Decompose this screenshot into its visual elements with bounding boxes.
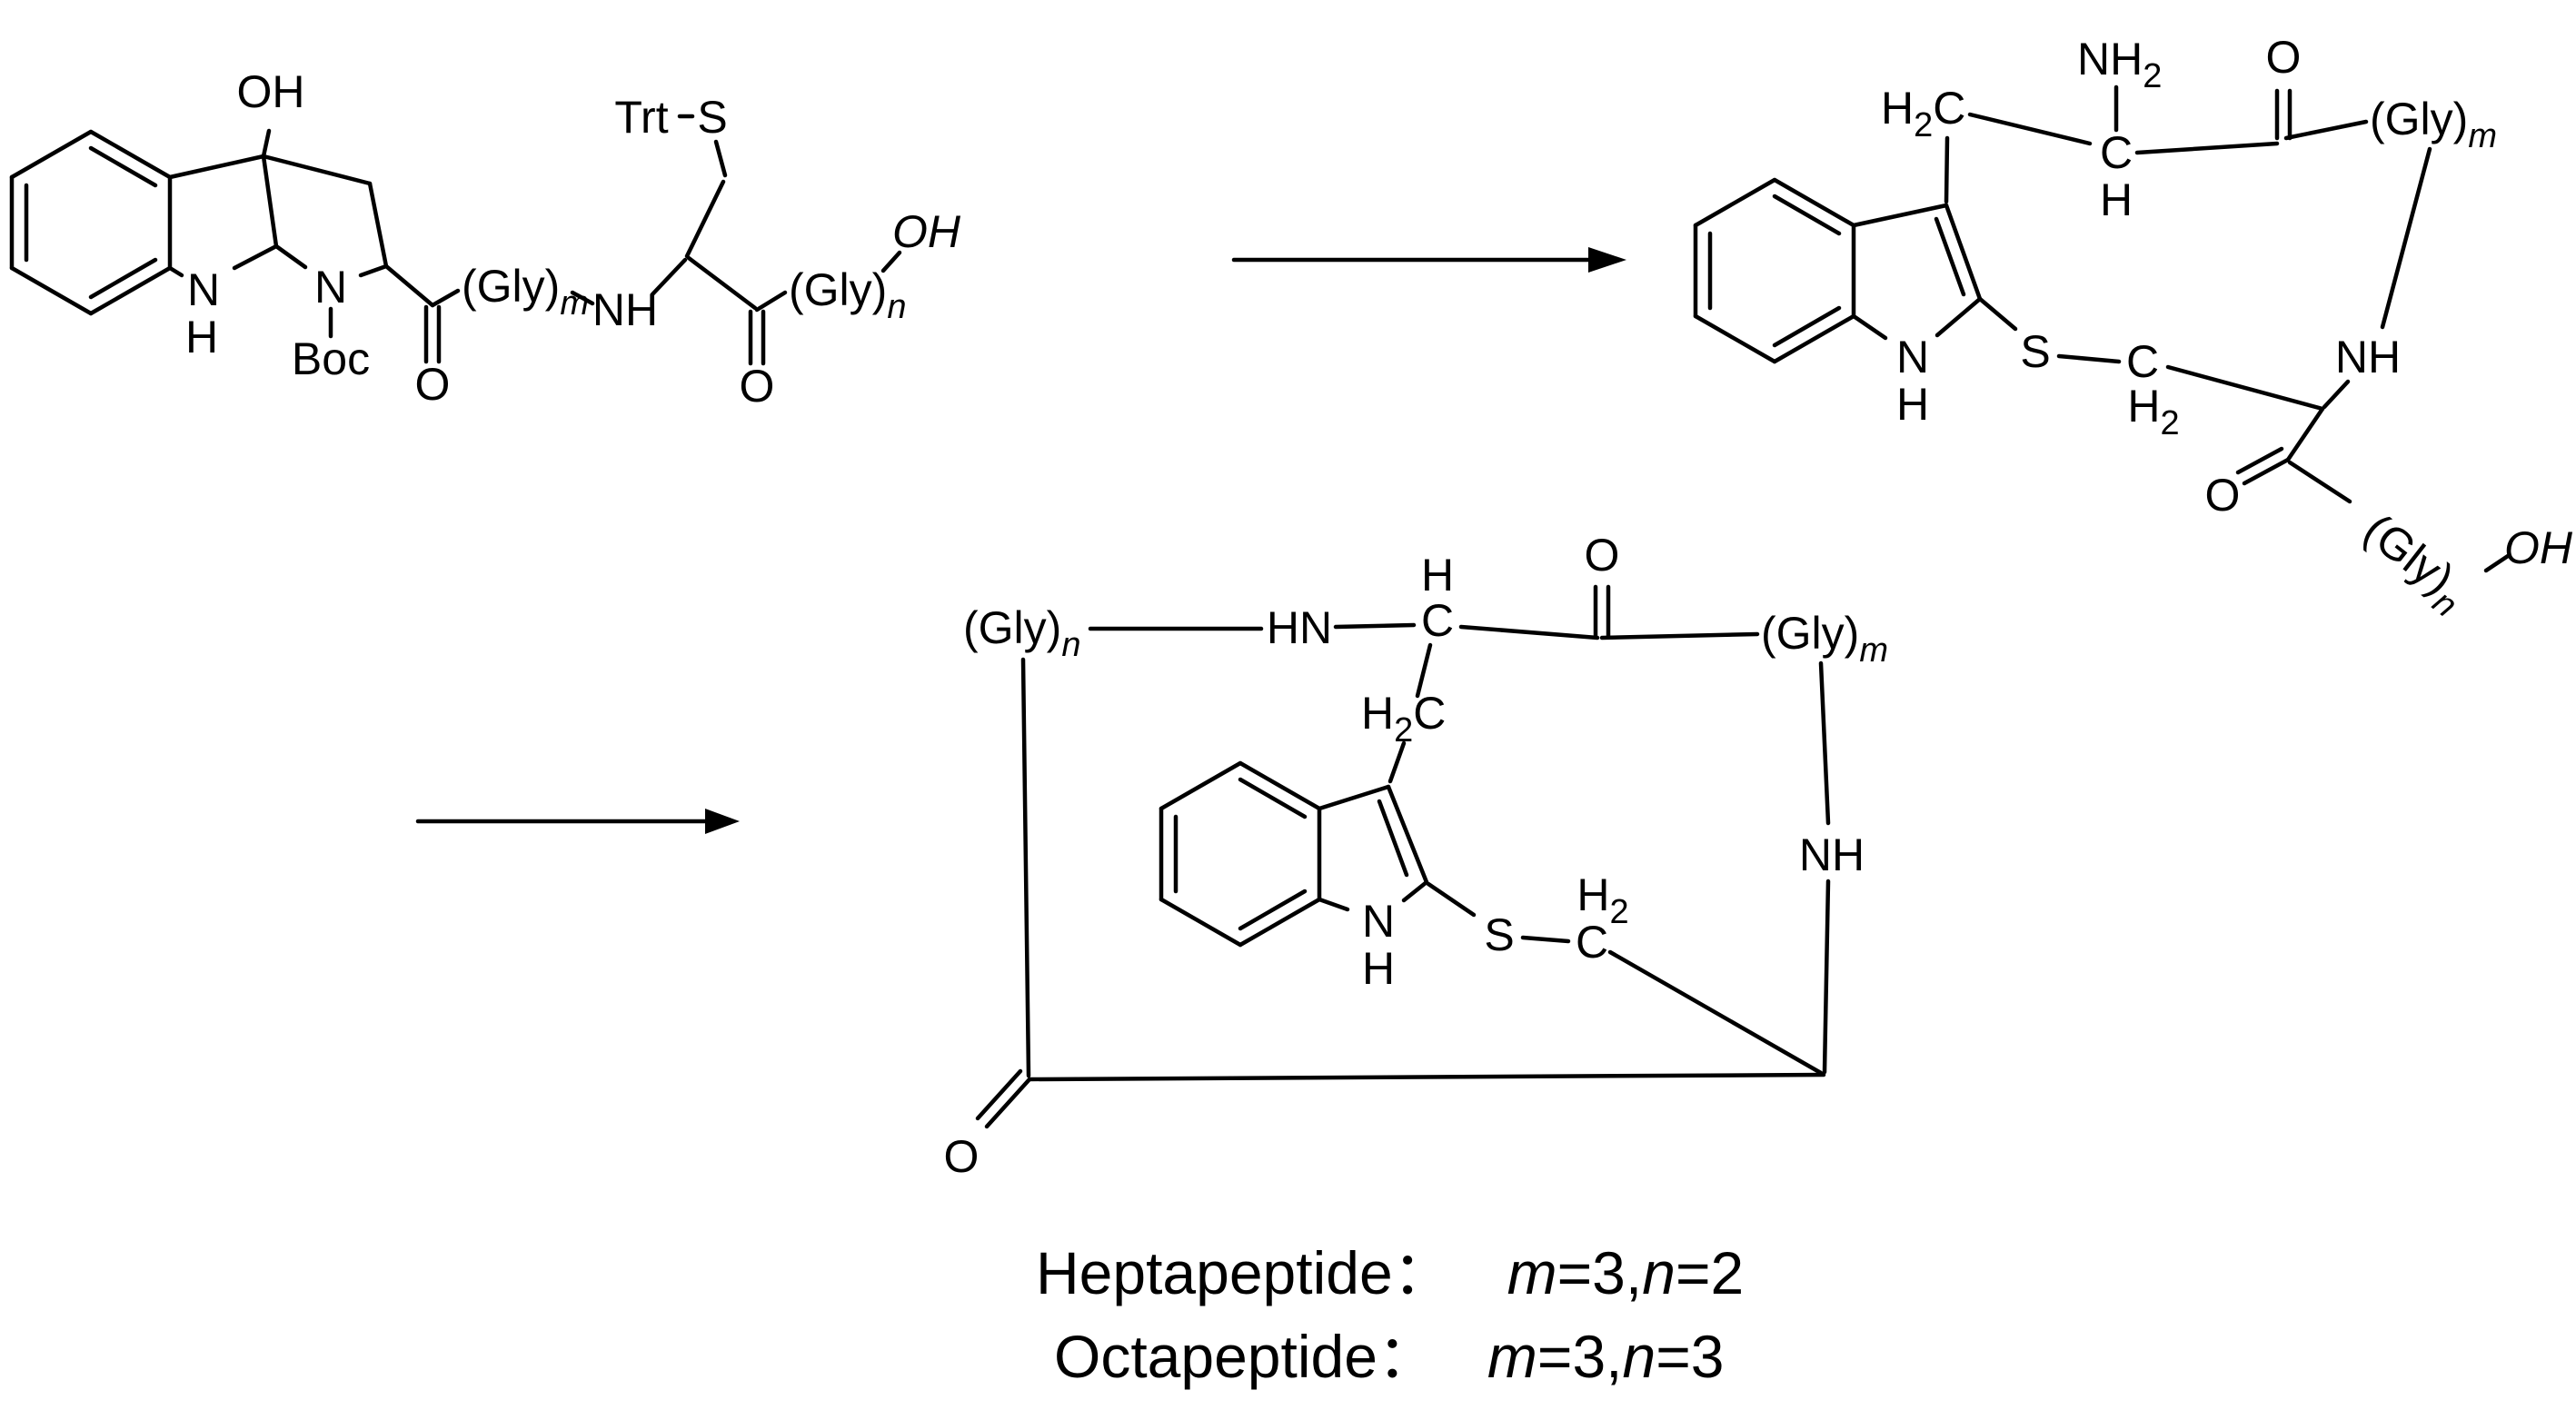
s1-trt-label: Trt [614,92,668,143]
s3-gly-m-label: (Gly)m [1761,608,1888,670]
s2-indole-h-label: H [1896,379,1929,430]
s3-carbonyl2-o-label: O [944,1131,980,1182]
s3-ch2-h2-label: H2 [1576,869,1628,931]
s1-boc-n-label: N [314,262,347,313]
s2-carbonyl-o-label: O [2266,32,2302,83]
arrowhead [705,809,740,834]
s3-alpha-h-label: H [1421,550,1454,601]
intermediate-structure: NH2 H2C C H O (Gly)m N H S C H2 NH O (Gl… [1693,32,2573,625]
s1-amide-nh-label: NH [592,284,658,335]
s2-alpha-c-label: C [2100,127,2133,178]
s3-ch2-c-label: C [1576,917,1608,968]
s1-gly-m-label: (Gly)m [462,261,589,323]
s2-ch2-c-label: C [2126,336,2159,387]
s2-amide-nh-label: NH [2335,332,2401,382]
reactant-bonds [9,114,902,366]
s3-indole-n-label: N [1362,896,1395,947]
s2-gly-m-label: (Gly)m [2370,94,2497,155]
s1-indoline-h-label: H [185,312,218,362]
s2-alpha-h-label: H [2100,174,2133,225]
s2-ch2-h2-label: H2 [2127,381,2179,442]
reaction-arrow-2 [415,809,740,834]
reactant-structure: OH N H N Boc O (Gly)m NH Trt S O (Gly)n … [9,66,961,412]
arrowhead [1588,247,1626,273]
s2-indole-n-label: N [1896,332,1929,382]
product-caption: Heptapeptide：m=3,n=2 Octapeptide：m=3,n=3 [1036,1239,1744,1390]
s2-terminal-oh-label: OH [2504,522,2573,573]
s3-amide-nh-label: NH [1799,829,1865,880]
reaction-arrow-1 [1231,247,1626,273]
s3-thioether-s-label: S [1484,909,1514,960]
s3-gly-n-label: (Gly)n [963,602,1080,664]
s3-h2c-label: H2C [1361,688,1446,750]
heptapeptide-caption: Heptapeptide：m=3,n=2 [1036,1239,1744,1306]
s2-gly-n-label: (Gly)n [2348,504,2479,625]
s1-boc-label: Boc [292,333,370,384]
s3-indole-h-label: H [1362,943,1395,994]
s3-alpha-c-label: C [1421,595,1454,646]
s1-carbonyl2-o-label: O [740,361,775,412]
s1-hydroxyl-label: OH [237,66,305,117]
product-structure: (Gly)n HN H C O (Gly)m H2C N H S H2 C NH… [944,530,1888,1182]
s2-amine-nh2-label: NH2 [2077,34,2162,95]
s1-gly-n-label: (Gly)n [789,264,906,326]
s2-thioether-s-label: S [2020,326,2050,377]
s1-thiol-s-label: S [697,92,727,143]
product-bonds [975,584,1831,1129]
octapeptide-caption: Octapeptide：m=3,n=3 [1054,1323,1724,1390]
intermediate-bonds [1693,84,2511,573]
s1-terminal-oh-label: OH [892,206,961,257]
s1-carbonyl-o-label: O [415,359,451,410]
s3-carbonyl-o-label: O [1585,530,1620,581]
s1-indoline-n-label: N [187,264,220,315]
s2-h2c-label: H2C [1881,83,1965,144]
s3-amide-hn-label: HN [1267,602,1332,653]
s2-carbonyl2-o-label: O [2205,470,2241,521]
